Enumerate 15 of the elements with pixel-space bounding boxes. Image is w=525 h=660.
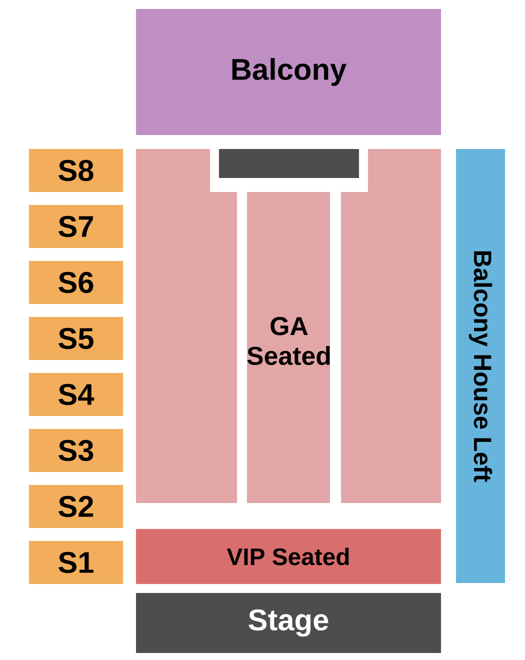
seating-section: Balcony House Left [456,149,505,583]
seating-section: S3 [29,429,123,472]
stage-block: Stage [136,593,441,653]
seating-section: S6 [29,261,123,304]
seating-section: S4 [29,373,123,416]
seating-section: Balcony [136,9,441,135]
seating-section: S7 [29,205,123,248]
section-label: GA Seated [247,316,330,366]
seating-section [136,149,441,503]
seating-section: S8 [29,149,123,192]
seating-section: VIP Seated [136,529,441,584]
block [219,149,359,178]
seating-section: S1 [29,541,123,584]
seating-section: S2 [29,485,123,528]
seating-section: S5 [29,317,123,360]
